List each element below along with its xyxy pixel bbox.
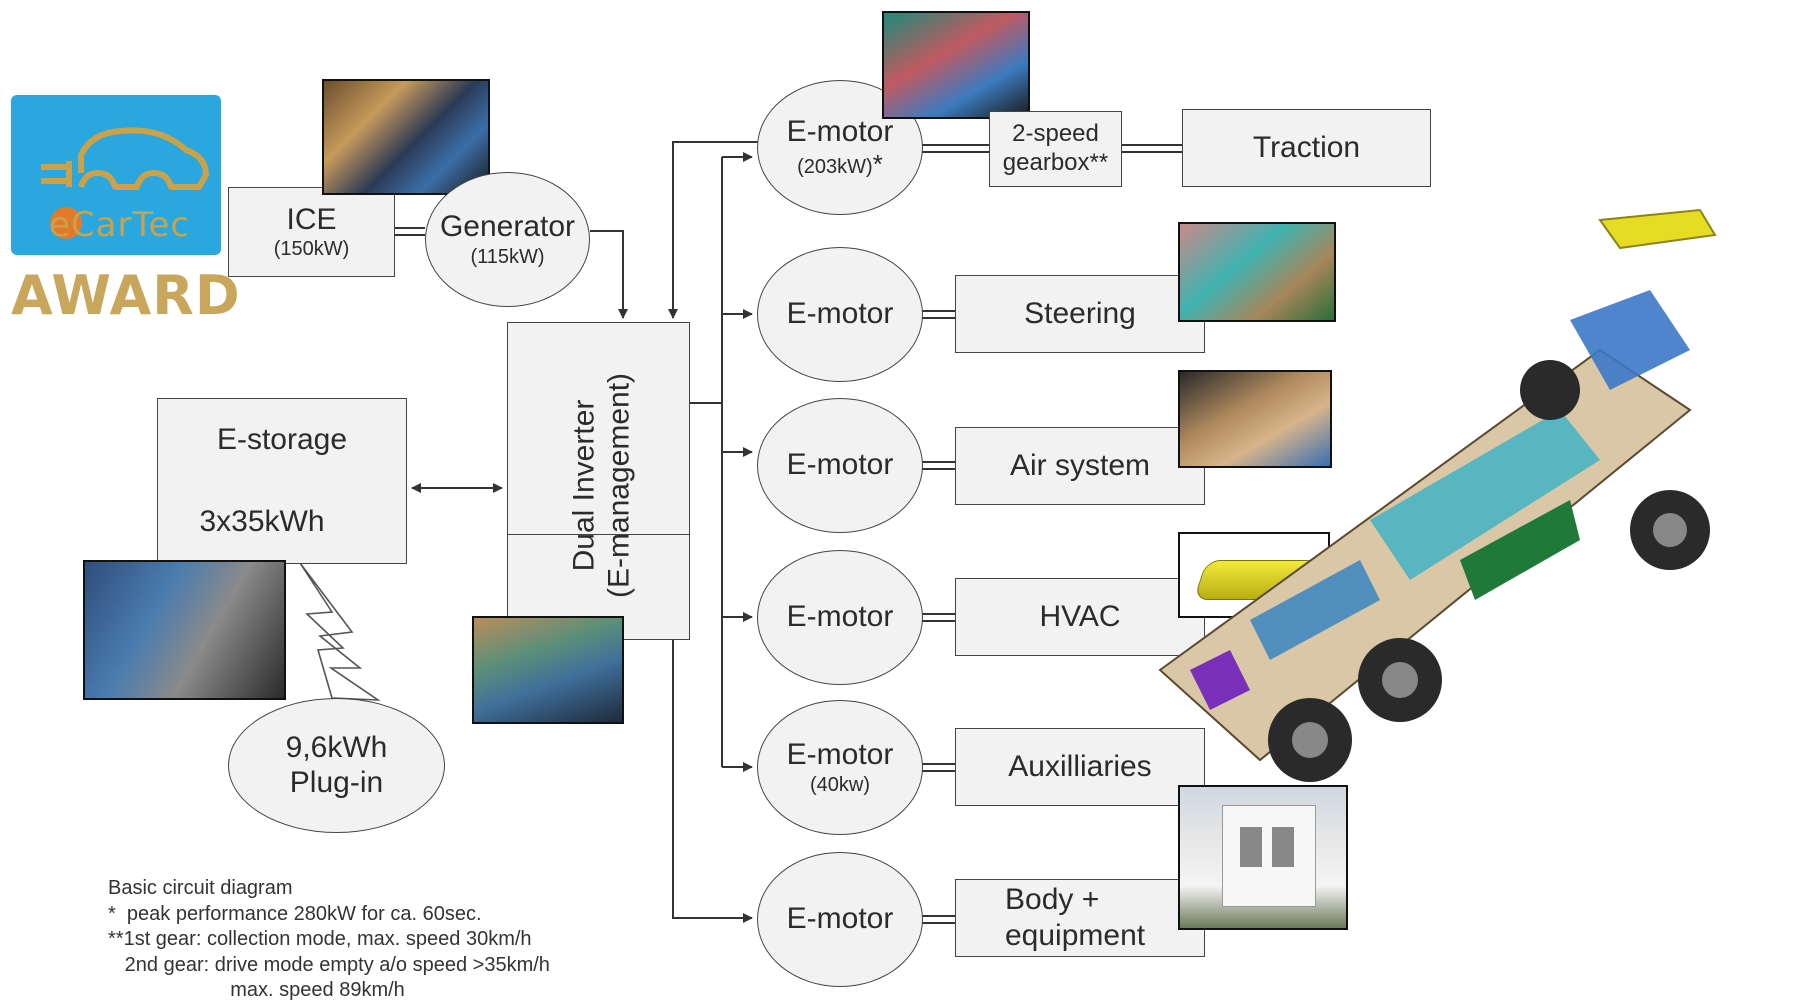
gearbox-line1: 2-speed [1012,120,1099,148]
inverter-label: Dual Inverter (E-management) [568,326,637,646]
inverter-box: Dual Inverter (E-management) [507,322,690,640]
emotor-5-power: (40kw) [809,773,870,796]
steering-image [1178,222,1336,322]
traction-box: Traction [1182,109,1431,187]
air-system-image [1178,370,1332,468]
truck-chassis-illustration [1158,208,1717,782]
refuse-truck-image [1178,785,1348,930]
car-plug-icon [41,127,209,239]
auxilliaries-box: Auxilliaries [955,728,1205,806]
logo-brand: eCarTec [49,205,191,245]
emotor-2-label: E-motor [786,297,894,331]
generator-node: Generator (115kW) [425,172,590,307]
logo-award: AWARD [11,264,241,327]
emotor-1-power: (203kW) [797,156,873,179]
notes-title: Basic circuit diagram [108,877,293,899]
gearbox-line2: gearbox** [1002,149,1109,176]
auxilliaries-label: Auxilliaries [1008,749,1152,783]
steering-label: Steering [1024,296,1136,330]
estorage-label: E-storage [216,422,348,456]
footnotes: Basic circuit diagram * peak performance … [108,876,550,1004]
body-equipment-box: Body + equipment [955,879,1205,957]
ice-label: ICE [286,202,337,236]
emotor-1-label: E-motor [786,114,894,148]
notes-line3: 2nd gear: drive mode empty a/o speed >35… [108,953,550,976]
inverter-line1: Dual Inverter [567,399,601,572]
estorage-capacity: 3x35kWh [199,504,325,538]
gearbox-box: 2-speed gearbox** [989,111,1122,187]
notes-line4: max. speed 89km/h [108,979,405,1001]
emotor-1-mark: * [872,149,883,180]
generator-power: (115kW) [470,245,545,268]
ice-power: (150kW) [273,238,350,261]
emotor-image [882,11,1030,119]
emotor-4: E-motor [757,550,923,685]
traction-label: Traction [1252,130,1361,164]
generator-label: Generator [439,210,576,244]
air-system-label: Air system [1009,448,1150,482]
emotor-1-power-row: (203kW)* [797,149,883,180]
emotor-3-label: E-motor [786,448,894,482]
plugin-line2: Plug-in [289,765,384,799]
ice-box: ICE (150kW) [228,187,395,277]
emotor-4-label: E-motor [786,600,894,634]
plugin-node: 9,6kWh Plug-in [228,698,445,833]
emotor-6-label: E-motor [786,902,894,936]
ecartec-logo: eCarTec [11,95,221,255]
battery-image [83,560,286,700]
emotor-2: E-motor [757,247,923,382]
ice-engine-image [322,79,490,195]
emotor-1: E-motor (203kW)* [757,80,923,215]
emotor-3: E-motor [757,398,923,533]
hvac-label: HVAC [1039,599,1121,633]
emotor-5-label: E-motor [786,738,894,772]
inverter-image [472,616,624,724]
emotor-6: E-motor [757,852,923,987]
inverter-line2: (E-management) [602,372,635,599]
body-equipment-label: Body + equipment [1005,883,1146,952]
plugin-line1: 9,6kWh [285,731,388,764]
emotor-5: E-motor (40kw) [757,700,923,835]
notes-line2: **1st gear: collection mode, max. speed … [108,928,532,950]
estorage-box: E-storage 3x35kWh [157,398,407,564]
air-system-box: Air system [955,427,1205,505]
notes-line1: * peak performance 280kW for ca. 60sec. [108,902,482,925]
lightning-bolt-icon [299,562,381,701]
